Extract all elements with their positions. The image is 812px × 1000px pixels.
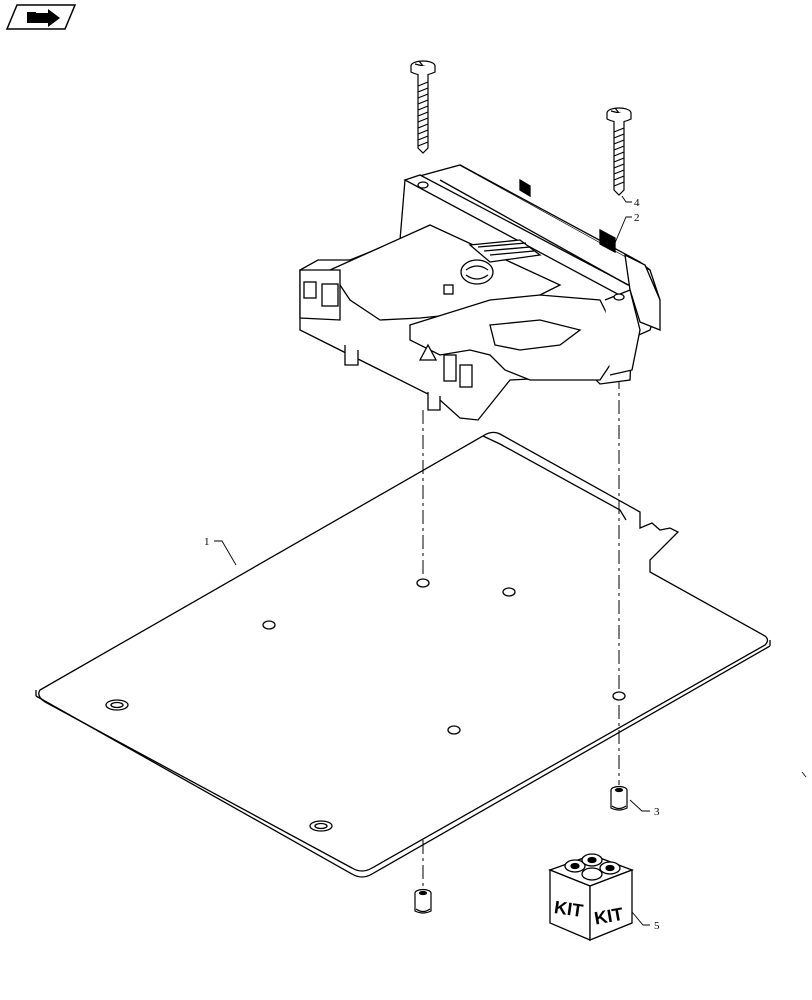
corner-mark: [801, 771, 807, 778]
screw-right: [606, 107, 632, 196]
screw-left: [410, 60, 436, 154]
controller-module: [299, 164, 661, 421]
callout-1: 1: [204, 536, 210, 548]
alignment-lines: [422, 300, 620, 890]
next-page-arrow-icon[interactable]: [5, 4, 77, 30]
grommet-bottom: [414, 888, 432, 914]
callout-leaders: [214, 195, 650, 926]
callout-5: 5: [654, 920, 660, 932]
kit-side-label: KIT: [593, 904, 625, 929]
callout-2: 2: [634, 212, 640, 224]
callout-3: 3: [654, 806, 660, 818]
callout-4: 4: [634, 197, 640, 209]
mounting-plate: [35, 431, 771, 878]
kit-front-label: KIT: [553, 897, 585, 921]
kit-box: KIT KIT: [548, 853, 634, 941]
grommet-right: [610, 785, 628, 811]
